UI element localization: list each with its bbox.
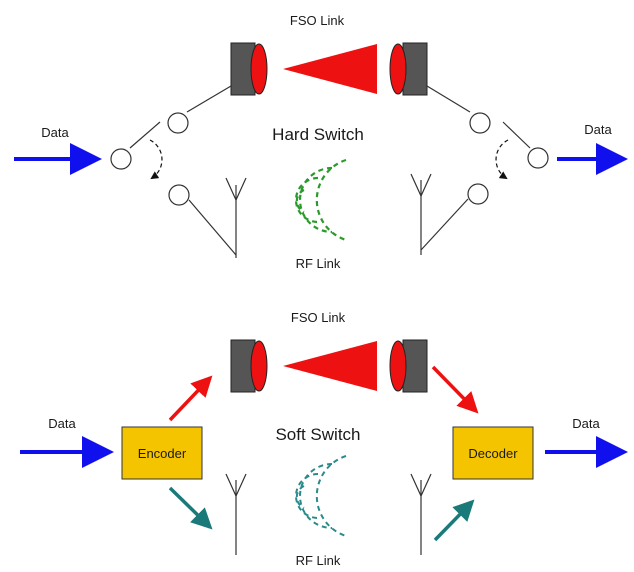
hard-fso-receiver [389,42,428,96]
soft-fso-label: FSO Link [291,310,346,325]
soft-fso-beam [283,341,377,391]
soft-switch-panel: FSO Link Encoder Decoder [20,310,628,568]
soft-fso-transmitter [230,339,268,393]
hard-fso-transmitter [230,42,268,96]
hard-switch-panel: FSO Link [14,13,628,271]
encoder-box: Encoder [121,426,203,480]
soft-switch-label: Soft Switch [275,425,360,444]
soft-data-out-label: Data [572,416,600,431]
soft-right-antenna [410,473,432,555]
hard-fso-beam [283,44,377,94]
soft-rf-label: RF Link [296,553,341,568]
hard-right-switch [420,85,549,251]
decoder-box: Decoder [452,426,534,480]
rf-to-decoder-arrow [433,499,475,542]
hard-left-antenna [225,177,247,258]
hard-left-switch [110,85,237,256]
hard-data-out-label: Data [584,122,612,137]
hard-rf-label: RF Link [296,256,341,271]
decoder-label: Decoder [468,446,518,461]
hard-right-antenna [410,173,432,255]
fso-to-decoder-arrow [431,365,479,414]
soft-data-in-label: Data [48,416,76,431]
hard-rf-waves [294,158,347,242]
soft-left-antenna [225,473,247,555]
hard-data-in-label: Data [41,125,69,140]
soft-fso-receiver [389,339,428,393]
hard-fso-label: FSO Link [290,13,345,28]
encoder-to-fso-arrow [168,375,213,422]
encoder-to-rf-arrow [168,486,213,530]
encoder-label: Encoder [138,446,187,461]
hard-switch-label: Hard Switch [272,125,364,144]
soft-rf-waves [295,455,347,537]
